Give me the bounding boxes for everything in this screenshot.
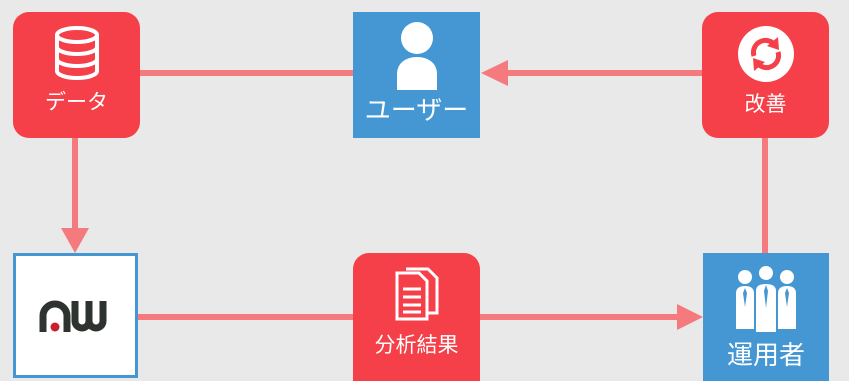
node-improve: 改善 bbox=[702, 12, 829, 138]
arrowhead-operator bbox=[677, 304, 703, 330]
team-icon bbox=[733, 263, 799, 333]
node-operator: 運用者 bbox=[703, 253, 829, 381]
arrowhead-user bbox=[481, 60, 508, 86]
arrowhead-aw bbox=[61, 228, 89, 253]
documents-icon bbox=[395, 267, 439, 321]
node-improve-label: 改善 bbox=[744, 92, 787, 116]
node-data-label: データ bbox=[45, 90, 108, 114]
refresh-icon bbox=[737, 26, 794, 82]
node-user: ユーザー bbox=[353, 12, 480, 138]
node-data: データ bbox=[13, 12, 140, 138]
node-user-label: ユーザー bbox=[364, 96, 469, 126]
aw-logo bbox=[38, 299, 114, 333]
user-icon bbox=[394, 20, 440, 90]
node-operator-label: 運用者 bbox=[726, 341, 805, 371]
node-analysis-label: 分析結果 bbox=[374, 333, 459, 357]
node-analysis: 分析結果 bbox=[353, 253, 480, 381]
node-aw bbox=[13, 253, 138, 378]
database-icon bbox=[53, 26, 101, 80]
